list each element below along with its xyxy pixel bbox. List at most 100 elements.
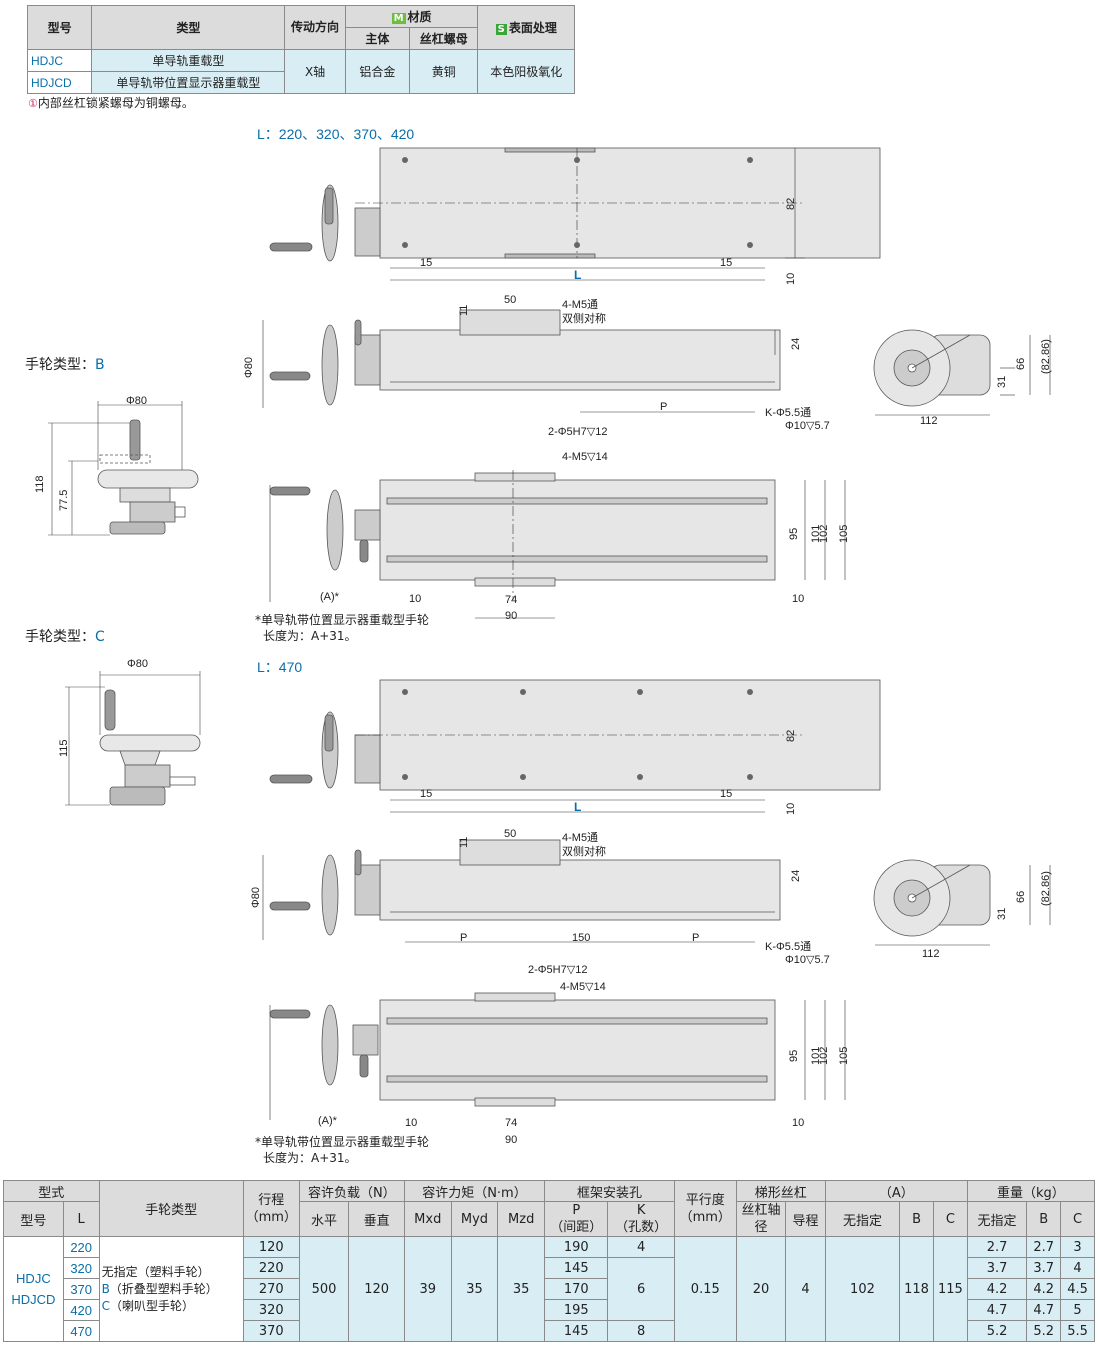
th-k: K（孔数） xyxy=(607,1201,675,1237)
dim-102-1: 102 xyxy=(818,524,830,543)
cell-P: 145 xyxy=(544,1320,609,1342)
th-weight: 重量（kg） xyxy=(966,1180,1096,1202)
dim-82-2: 82 xyxy=(785,729,797,742)
cell-w-unspec: 5.2 xyxy=(966,1320,1028,1342)
th-model: 型号 xyxy=(3,1201,64,1237)
info-circle-icon: ① xyxy=(28,97,38,110)
th-mxd: Mxd xyxy=(403,1201,452,1237)
dim-112-2: 112 xyxy=(922,948,940,960)
plan-view-1 xyxy=(269,470,846,619)
cell-lead: 4 xyxy=(785,1236,826,1342)
cell-P: 170 xyxy=(544,1278,609,1300)
spec-type-hdjcd: 单导轨带位置显示器重载型 xyxy=(91,71,286,94)
cell-w-b: 5.2 xyxy=(1026,1320,1062,1342)
th-screw: 梯形丝杠 xyxy=(735,1180,826,1202)
cell-horizontal: 500 xyxy=(298,1236,350,1342)
spec-model-hdjcd: HDJCD xyxy=(26,71,93,94)
cell-stroke: 370 xyxy=(242,1320,300,1342)
dim-phi80-c: Φ80 xyxy=(127,658,149,670)
dim-50-1: 50 xyxy=(504,294,517,306)
both-sides-2: 双侧对称 xyxy=(562,846,606,858)
m5-tap-1: 4-M5▽14 xyxy=(562,451,608,463)
cell-w-c: 4.5 xyxy=(1060,1278,1095,1300)
cell-w-unspec: 4.2 xyxy=(966,1278,1028,1300)
spec-body: 铝合金 xyxy=(344,49,411,94)
th-p: P（间距） xyxy=(544,1201,609,1237)
cell-a-b: 118 xyxy=(899,1236,934,1342)
dim-31-1: 31 xyxy=(996,375,1008,388)
note: ①内部丝杠锁紧螺母为铜螺母。 xyxy=(28,96,194,110)
cell-w-unspec: 2.7 xyxy=(966,1236,1028,1258)
th-myd: Myd xyxy=(450,1201,499,1237)
cell-stroke: 120 xyxy=(242,1236,300,1258)
cell-vertical: 120 xyxy=(348,1236,405,1342)
cell-parallel: 0.15 xyxy=(673,1236,737,1342)
spec-header-body: 主体 xyxy=(344,27,411,50)
dim-15-b: 15 xyxy=(720,257,733,269)
dim-77-5: 77.5 xyxy=(58,489,70,511)
wheel-cell: 无指定（塑料手轮） B（折叠型塑料手轮） C（喇叭型手轮） xyxy=(98,1236,244,1342)
th-a-c: C xyxy=(932,1201,968,1237)
th-w-unspec: 无指定 xyxy=(966,1201,1028,1237)
dim-phi80-1: Φ80 xyxy=(243,356,255,378)
cell-myd: 35 xyxy=(450,1236,499,1342)
dim-66-1: 66 xyxy=(1015,357,1027,370)
cell-K: 6 xyxy=(607,1257,675,1321)
th-L: L xyxy=(62,1201,100,1237)
cell-w-b: 2.7 xyxy=(1026,1236,1062,1258)
cell-screw-dia: 20 xyxy=(735,1236,787,1342)
dim-L-1: L xyxy=(574,268,582,282)
dim-95-1: 95 xyxy=(788,527,800,540)
cell-w-unspec: 3.7 xyxy=(966,1257,1028,1279)
th-w-c: C xyxy=(1060,1201,1095,1237)
spec-header-model: 型号 xyxy=(26,5,93,50)
cell-P: 190 xyxy=(544,1236,609,1258)
dim-11-2: 11 xyxy=(458,836,470,848)
cell-L: 370 xyxy=(62,1278,100,1300)
spec-nut: 黄铜 xyxy=(409,49,479,94)
handwheel-c-drawing xyxy=(65,671,201,806)
table-row: 320 220 145 6 3.7 3.7 4 xyxy=(4,1257,1095,1321)
dim-50-2: 50 xyxy=(504,828,517,840)
dim-10-1: 10 xyxy=(409,593,422,605)
cell-w-unspec: 4.7 xyxy=(966,1299,1028,1321)
k-hole-2: K-Φ5.5通 xyxy=(765,941,812,953)
th-horizontal: 水平 xyxy=(298,1201,350,1237)
cell-K: 8 xyxy=(607,1320,675,1342)
th-w-b: B xyxy=(1026,1201,1062,1237)
dim-66-2: 66 xyxy=(1015,890,1027,903)
th-moment: 容许力矩（N·m） xyxy=(403,1180,546,1202)
plan-view-2 xyxy=(269,992,846,1120)
dim-10-v2: 10 xyxy=(785,802,797,815)
th-parallel: 平行度（mm） xyxy=(673,1180,737,1237)
dim-112-1: 112 xyxy=(920,415,938,427)
k-hole-1: K-Φ5.5通 xyxy=(765,407,812,419)
m5-tap-2: 4-M5▽14 xyxy=(560,981,606,993)
material-mark-icon: M xyxy=(391,13,406,24)
pin-1: 2-Φ5H7▽12 xyxy=(548,426,608,438)
cell-L: 420 xyxy=(62,1299,100,1321)
spec-drive: X轴 xyxy=(284,49,346,94)
footnote-2: *单导轨带位置显示器重载型手轮长度为：A+31。 xyxy=(255,1135,430,1165)
spec-surface: 本色阳极氧化 xyxy=(477,49,575,94)
cell-w-c: 5 xyxy=(1060,1299,1095,1321)
dim-31-2: 31 xyxy=(996,907,1008,920)
dim-phi80-b: Φ80 xyxy=(126,395,148,407)
dim-P-2b: P xyxy=(692,932,700,944)
th-vertical: 垂直 xyxy=(348,1201,405,1237)
cell-stroke: 270 xyxy=(242,1278,300,1300)
end-view-2 xyxy=(873,859,1051,946)
th-a-b: B xyxy=(899,1201,934,1237)
th-mzd: Mzd xyxy=(497,1201,546,1237)
cell-L: 320 xyxy=(62,1257,100,1279)
cell-mxd: 39 xyxy=(403,1236,452,1342)
cell-w-c: 5.5 xyxy=(1060,1320,1095,1342)
dim-115: 115 xyxy=(58,739,70,757)
handwheel-b-drawing xyxy=(48,401,199,536)
top-view-1 xyxy=(269,147,881,281)
spec-header-nut: 丝杠螺母 xyxy=(409,27,479,50)
th-frame: 框架安装孔 xyxy=(544,1180,675,1202)
th-a: （A） xyxy=(824,1180,968,1202)
